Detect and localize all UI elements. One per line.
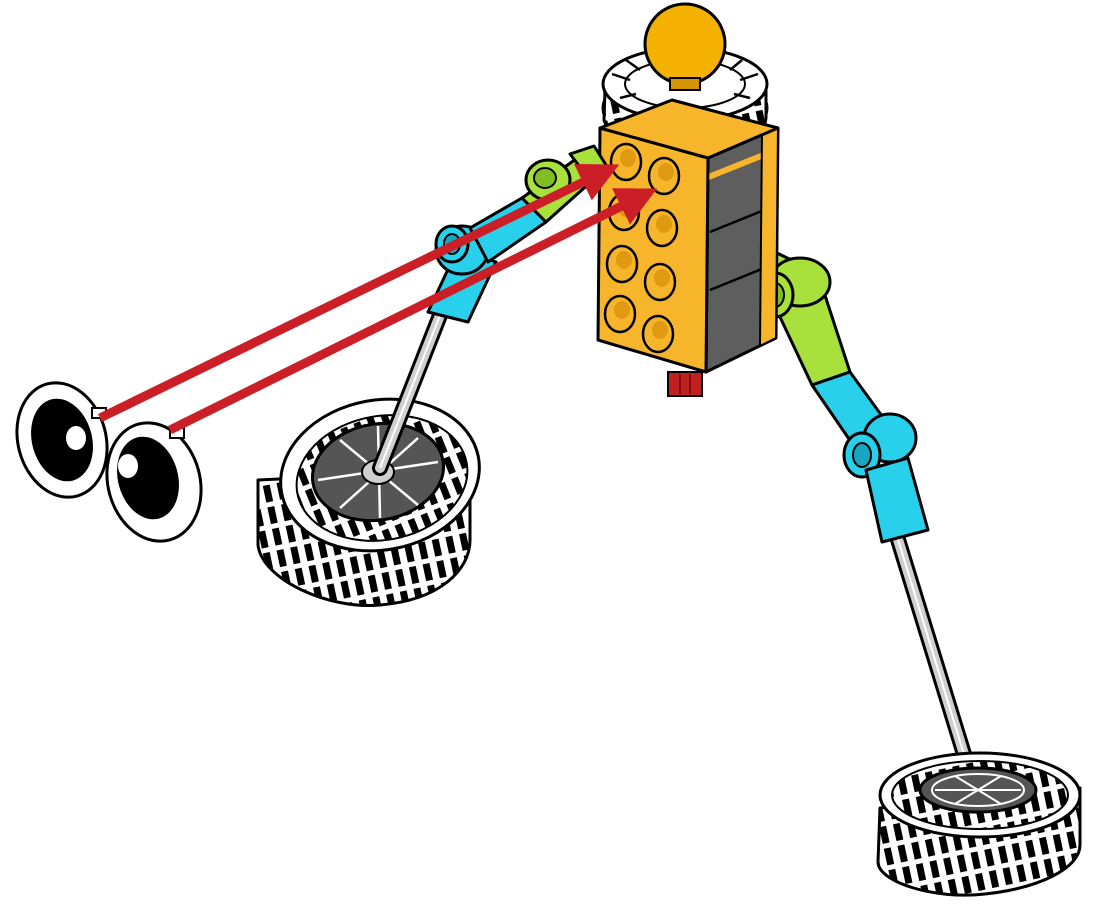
right-wheel [878, 753, 1080, 895]
red-peg [668, 372, 702, 396]
assembly-arrows [100, 168, 650, 430]
left-wheel [258, 384, 492, 606]
left-eye [4, 373, 119, 508]
left-arm [428, 146, 608, 322]
yellow-brick [598, 100, 778, 372]
right-axle [892, 520, 975, 790]
arrow-left-eye-to-stud [100, 168, 612, 418]
right-eye [94, 412, 214, 552]
